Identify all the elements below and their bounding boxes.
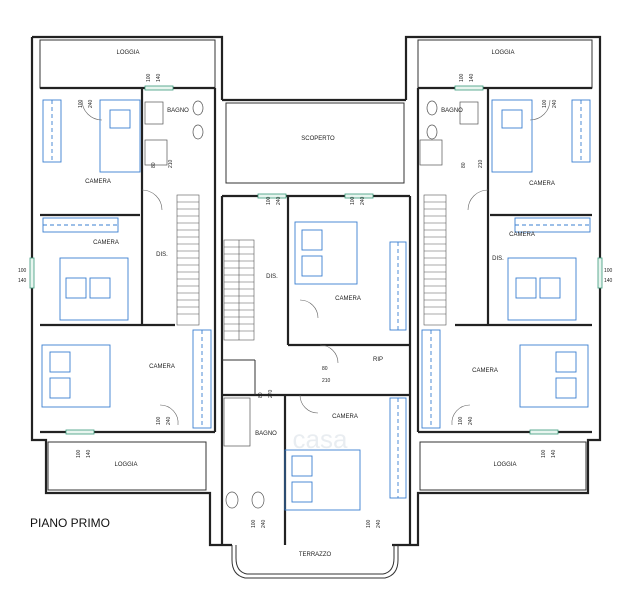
dim-240: 240 — [468, 416, 474, 425]
room-loggia-top-left: LOGGIA — [116, 50, 139, 56]
room-loggia-bottom-left: LOGGIA — [114, 462, 137, 468]
room-camera-center-1: CAMERA — [335, 296, 361, 302]
dim-240: 240 — [376, 519, 382, 528]
wardrobes — [42, 99, 591, 499]
beds — [41, 99, 589, 511]
dim-100: 100 — [76, 449, 82, 458]
dim-100: 100 — [156, 416, 162, 425]
doors — [81, 99, 551, 426]
dim-100: 100 — [18, 268, 27, 274]
room-rip: RIP — [373, 357, 383, 363]
room-camera-right-3: CAMERA — [472, 368, 498, 374]
stairs-center — [223, 239, 255, 341]
dim-80: 80 — [461, 162, 467, 168]
dim-100: 100 — [146, 73, 152, 82]
room-bagno-center: BAGNO — [255, 431, 277, 437]
dim-100: 100 — [251, 519, 257, 528]
room-camera-left-1: CAMERA — [85, 179, 111, 185]
room-dis-center: DIS. — [266, 274, 278, 280]
dim-100: 100 — [604, 268, 613, 274]
dim-80: 80 — [151, 162, 157, 168]
dim-100: 100 — [458, 416, 464, 425]
dim-100: 100 — [366, 519, 372, 528]
room-dis-left: DIS. — [156, 252, 168, 258]
room-camera-right-2: CAMERA — [509, 232, 535, 238]
dim-140: 140 — [469, 73, 475, 82]
room-dis-right: DIS. — [492, 256, 504, 262]
room-camera-left-2: CAMERA — [93, 240, 119, 246]
dim-100: 100 — [350, 196, 356, 205]
dim-80: 80 — [322, 366, 328, 372]
plan-title: PIANO PRIMO — [30, 516, 110, 530]
outer-walls — [30, 35, 602, 547]
dim-100: 100 — [266, 196, 272, 205]
room-labels: LOGGIA LOGGIA LOGGIA LOGGIA BAGNO BAGNO … — [85, 50, 555, 558]
dim-240: 240 — [360, 196, 366, 205]
dim-140: 140 — [86, 449, 92, 458]
dimension-labels: 100 140 100 140 100 240 100 240 80 210 8… — [18, 73, 613, 528]
bathroom-fixtures — [144, 100, 479, 509]
room-loggia-top-right: LOGGIA — [491, 50, 514, 56]
room-bagno-top-right: BAGNO — [441, 108, 463, 114]
windows — [29, 85, 603, 435]
room-terrazzo: TERRAZZO — [299, 552, 332, 558]
dim-240: 240 — [88, 99, 94, 108]
dim-210: 210 — [168, 159, 174, 168]
dim-100: 100 — [78, 99, 84, 108]
dim-240: 240 — [166, 416, 172, 425]
dim-140: 140 — [156, 73, 162, 82]
room-scoperto: SCOPERTO — [301, 136, 335, 142]
dim-100: 100 — [541, 449, 547, 458]
dim-240: 240 — [261, 519, 267, 528]
room-loggia-bottom-right: LOGGIA — [493, 462, 516, 468]
dim-100: 100 — [542, 99, 548, 108]
dim-240: 240 — [276, 196, 282, 205]
dim-210: 210 — [322, 378, 331, 384]
stairs-right — [423, 194, 447, 326]
dim-100: 100 — [459, 73, 465, 82]
dim-270: 270 — [268, 389, 274, 398]
stairs-left — [176, 194, 200, 326]
room-bagno-top-left: BAGNO — [167, 108, 189, 114]
dim-210: 210 — [478, 159, 484, 168]
terrace — [231, 545, 399, 579]
dim-240: 240 — [552, 99, 558, 108]
watermark: casa — [293, 424, 348, 454]
dim-140: 140 — [604, 278, 613, 284]
room-camera-center-2: CAMERA — [332, 414, 358, 420]
dim-80: 80 — [258, 392, 264, 398]
room-camera-left-3: CAMERA — [149, 364, 175, 370]
room-camera-right-1: CAMERA — [529, 181, 555, 187]
dim-140: 140 — [551, 449, 557, 458]
dim-140: 140 — [18, 278, 27, 284]
